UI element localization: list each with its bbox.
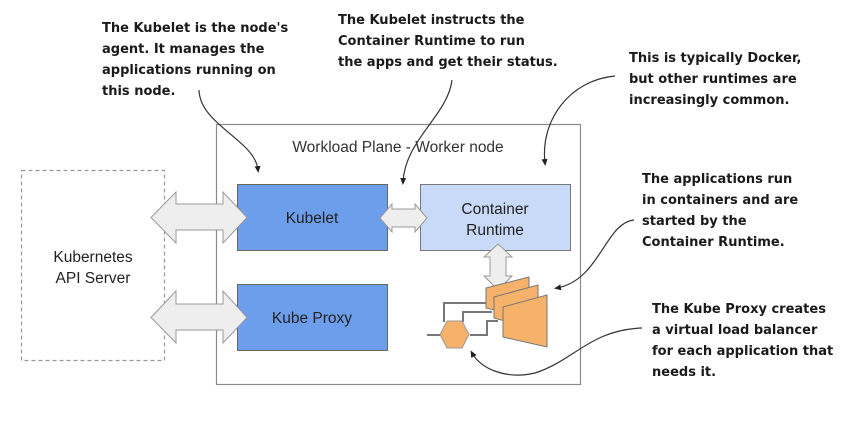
annotation-line: started by the bbox=[642, 214, 747, 229]
kube-proxy-label: Kube Proxy bbox=[272, 310, 352, 327]
api-kubelet-arrow bbox=[150, 190, 248, 245]
annotation-line: The Kubelet instructs the bbox=[338, 13, 525, 28]
worker-node-title: Workload Plane - Worker node bbox=[292, 139, 503, 156]
annotation-kubelet-instructs: The Kubelet instructs the Container Runt… bbox=[338, 13, 558, 70]
pointer-docker bbox=[541, 75, 616, 166]
kubelet-box[interactable] bbox=[237, 184, 388, 251]
annotation-line: applications running on bbox=[102, 63, 276, 78]
container-runtime-box[interactable] bbox=[420, 184, 571, 251]
annotation-line: Container Runtime to run bbox=[338, 34, 525, 49]
annotation-applications: The applications run in containers and a… bbox=[642, 172, 798, 250]
annotation-line: but other runtimes are bbox=[629, 72, 797, 87]
application-containers-icon bbox=[427, 276, 548, 349]
pointer-kubelet-instructs bbox=[400, 79, 453, 185]
annotation-line: in containers and are bbox=[642, 193, 798, 208]
kube-proxy-box[interactable] bbox=[237, 284, 388, 351]
annotation-line: a virtual load balancer bbox=[652, 323, 818, 338]
api-kubeproxy-arrow bbox=[150, 289, 248, 345]
annotation-line: The applications run bbox=[642, 172, 792, 187]
pointer-applications bbox=[554, 219, 635, 291]
pointer-kubelet-agent bbox=[198, 89, 261, 173]
annotation-line: agent. It manages the bbox=[102, 42, 265, 57]
annotation-line: Container Runtime. bbox=[642, 235, 785, 250]
annotation-line: needs it. bbox=[652, 365, 716, 380]
annotation-line: The Kubelet is the node's bbox=[102, 21, 289, 36]
annotation-line: this node. bbox=[102, 84, 175, 99]
kubelet-runtime-arrow bbox=[379, 202, 428, 234]
annotation-line: the apps and get their status. bbox=[338, 55, 558, 70]
annotation-kube-proxy: The Kube Proxy creates a virtual load ba… bbox=[652, 302, 833, 380]
kubelet-label: Kubelet bbox=[286, 210, 339, 227]
pointer-kube-proxy bbox=[470, 327, 643, 376]
annotation-kubelet-agent: The Kubelet is the node's agent. It mana… bbox=[102, 21, 289, 99]
load-balancer-hexagon-icon bbox=[439, 320, 470, 349]
api-server-box[interactable] bbox=[20, 169, 166, 362]
container-runtime-label-line1: Container bbox=[461, 201, 528, 218]
annotation-docker: This is typically Docker, but other runt… bbox=[629, 51, 801, 108]
api-server-label-line1: Kubernetes bbox=[53, 249, 133, 266]
annotation-line: for each application that bbox=[652, 344, 833, 359]
annotation-line: The Kube Proxy creates bbox=[652, 302, 826, 317]
annotation-line: increasingly common. bbox=[629, 93, 789, 108]
annotation-line: This is typically Docker, bbox=[629, 51, 801, 66]
api-server-label-line2: API Server bbox=[56, 270, 131, 287]
container-runtime-label-line2: Runtime bbox=[466, 222, 524, 239]
